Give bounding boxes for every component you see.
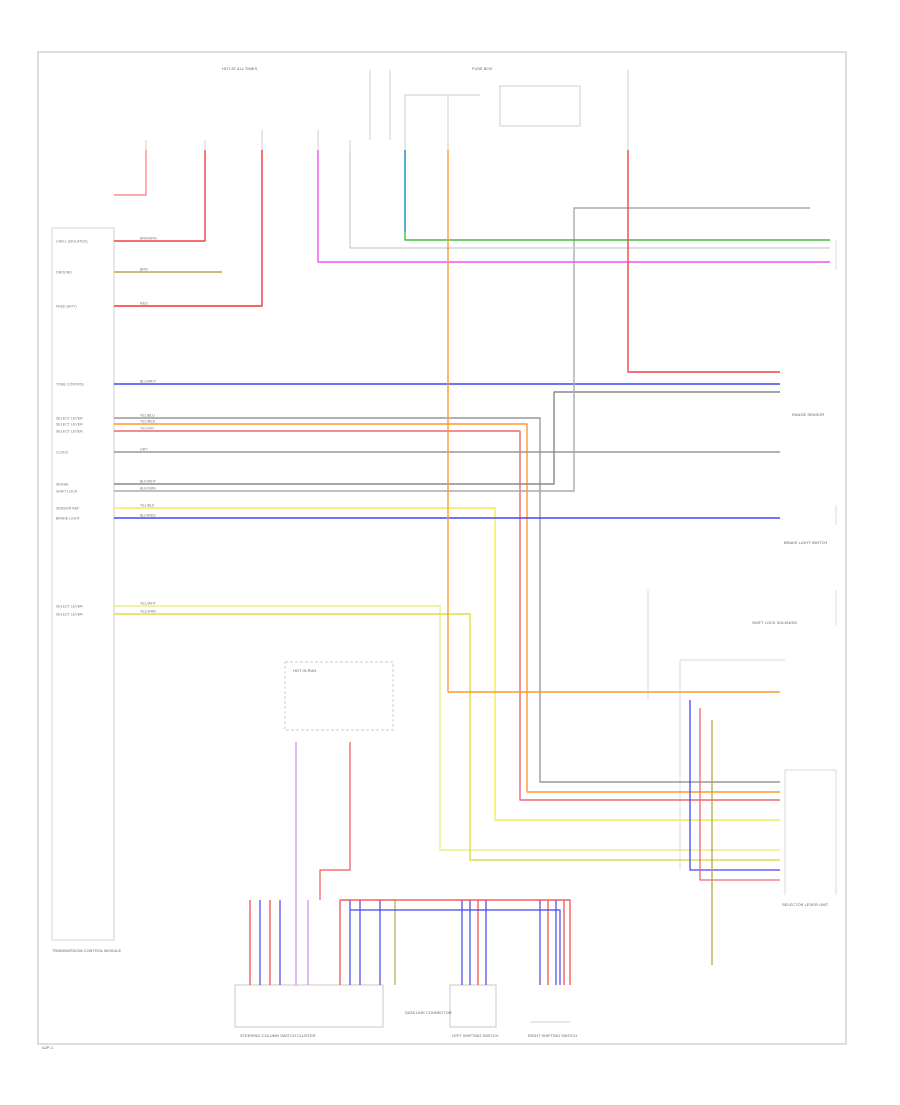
wire-5 bbox=[114, 423, 780, 793]
fuse-box-name: FUSE BOX bbox=[472, 66, 493, 71]
wire-color-label-6: YEL/VIO bbox=[140, 427, 154, 431]
pin-labels: CAN-L (ISOLATED) BRN/GRN GROUND BRN FEED (HO… bbox=[56, 237, 157, 617]
wire-color-label-1: BRN bbox=[140, 268, 148, 272]
wire-color-label-7: GRY bbox=[140, 448, 148, 452]
left-switch-box bbox=[449, 984, 497, 1028]
wire-color-label-0: BRN/GRN bbox=[140, 237, 157, 241]
wire-color-label-11: BLU/RED bbox=[140, 514, 156, 518]
selector-name: SELECTOR LEVER UNIT bbox=[782, 902, 829, 907]
wire-12 bbox=[114, 605, 780, 851]
wire-harness-mid bbox=[350, 909, 561, 985]
wire-green bbox=[404, 150, 830, 241]
wire-color-label-3: BLU/WHT bbox=[140, 380, 157, 384]
footer-code: A2P-1 bbox=[42, 1045, 54, 1050]
wire-blue-selector bbox=[689, 700, 780, 871]
wire-harness-top bbox=[340, 899, 571, 985]
wire-0 bbox=[114, 150, 206, 242]
steering-switch-name: STEERING COLUMN SWITCH CLUSTER bbox=[240, 1033, 316, 1038]
wire-color-label-10: YEL/BLK bbox=[140, 504, 155, 508]
pin-label-0: CAN-L (ISOLATED) bbox=[56, 240, 88, 244]
shift-lock-name: SHIFT LOCK SOLENOID bbox=[752, 620, 798, 625]
wire-grey-top bbox=[349, 150, 830, 249]
pin-label-4: SELECT LEVER bbox=[56, 417, 83, 421]
wire-color-label-8: BLK/WHT bbox=[140, 480, 157, 484]
hot-at-all-times: HOT AT ALL TIMES bbox=[222, 66, 258, 71]
wire-9 bbox=[114, 207, 810, 492]
wire-top-a bbox=[114, 150, 147, 196]
pin-label-5: SELECT LEVER bbox=[56, 423, 83, 427]
diagram-frame bbox=[37, 51, 847, 1045]
pin-label-11: BRAKE LIGHT bbox=[56, 517, 81, 521]
brake-switch-name: BRAKE LIGHT SWITCH bbox=[784, 540, 828, 545]
wire-color-label-4: YEL/BLU bbox=[140, 414, 155, 418]
wire-color-label-2: RED bbox=[140, 302, 148, 306]
wire-2 bbox=[114, 150, 263, 307]
pin-label-8: SIGNAL bbox=[56, 483, 69, 487]
wire-color-label-9: BLK/GRN bbox=[140, 487, 156, 491]
ecm-name: TRANSMISSION CONTROL MODULE bbox=[52, 948, 122, 953]
hot-in-run: HOT IN RUN bbox=[293, 668, 317, 673]
pin-label-12: SELECT LEVER bbox=[56, 605, 83, 609]
wire-8 bbox=[114, 391, 780, 485]
ecm-box bbox=[51, 227, 115, 941]
wire-10 bbox=[114, 507, 780, 821]
wire-magenta bbox=[317, 150, 830, 263]
steering-switch-box bbox=[234, 984, 384, 1028]
wire-red-right bbox=[627, 150, 780, 373]
data-link-name: DATA LINK CONNECTOR bbox=[405, 1010, 452, 1015]
wire-6 bbox=[114, 430, 780, 801]
range-sensor-name: RANGE SENSOR bbox=[792, 412, 825, 417]
pin-label-10: SENSOR REF bbox=[56, 507, 80, 511]
wire-orange-long bbox=[447, 150, 780, 693]
wire-4 bbox=[114, 417, 780, 783]
pin-label-3: TONE CONTROL bbox=[56, 383, 85, 387]
pin-label-13: SELECT LEVER bbox=[56, 613, 83, 617]
wire-color-label-12: YEL/WHT bbox=[140, 602, 157, 606]
wires-layer bbox=[114, 150, 830, 985]
wire-13 bbox=[114, 613, 780, 861]
wire-color-label-13: YEL/GRN bbox=[140, 610, 156, 614]
left-switch-name: LEFT SHIFTING SWITCH bbox=[452, 1033, 499, 1038]
pin-label-1: GROUND bbox=[56, 271, 72, 275]
top-connectors bbox=[145, 70, 629, 170]
pin-label-9: SHIFT LOCK bbox=[56, 490, 78, 494]
pin-label-2: FEED (HOT) bbox=[56, 305, 77, 309]
pin-label-7: CLOCK bbox=[56, 451, 69, 455]
right-switch-name: RIGHT SHIFTING SWITCH bbox=[528, 1033, 578, 1038]
wire-pink-selector bbox=[699, 708, 780, 881]
wire-color-label-5: YEL/RED bbox=[140, 420, 156, 424]
pin-label-6: SELECT LEVER bbox=[56, 430, 83, 434]
wire-red-run bbox=[319, 742, 351, 900]
